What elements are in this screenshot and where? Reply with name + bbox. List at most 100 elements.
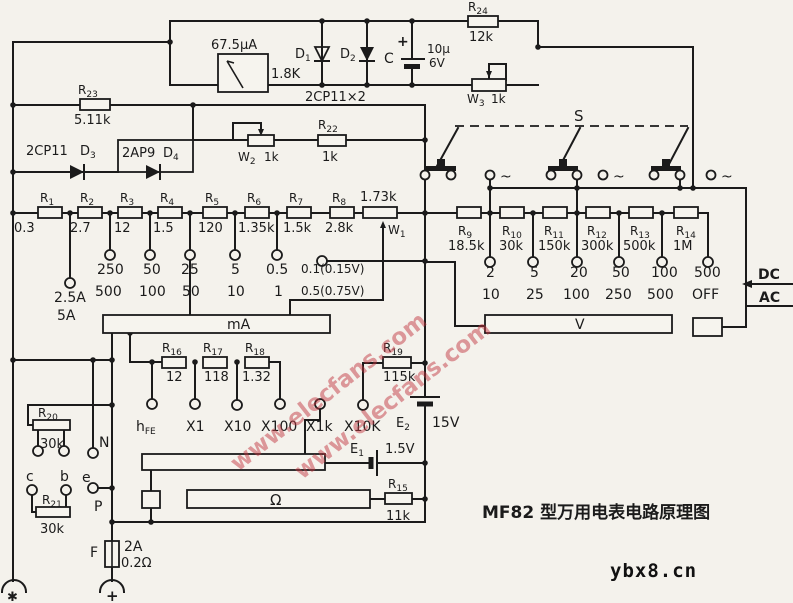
d3-type: 2CP11 <box>26 144 68 159</box>
selector-bars: mA V Ω <box>102 314 723 509</box>
hfe-label: hFE <box>136 419 156 437</box>
ma-range-value: 1 <box>274 284 283 300</box>
ma-bar-label: mA <box>227 317 251 333</box>
r5-value: 120 <box>198 221 223 236</box>
r7-value: 1.5k <box>283 221 312 236</box>
cap-plus: + <box>397 34 409 50</box>
pin-n: N <box>99 435 109 451</box>
ma-range-value: 100 <box>139 284 166 300</box>
plus-jack-symbol: + <box>106 587 119 603</box>
ohm-bar-label: Ω <box>270 491 281 509</box>
pot-w1 <box>362 206 398 219</box>
rectifier-section: D1 D2 2CP11×2 + C 10μ 6V R24 12k W3 1k <box>295 0 507 109</box>
pin-e: e <box>82 470 91 486</box>
meter-internal-resistance: 1.8K <box>271 67 301 82</box>
r13-value: 500k <box>623 239 656 254</box>
r11-label: R11 <box>544 224 564 241</box>
r5-label: R5 <box>205 191 219 208</box>
r10-label: R10 <box>502 224 522 241</box>
cap-value: 10μ <box>427 42 450 56</box>
w2-value: 1k <box>264 150 279 164</box>
ac-tilde: ~ <box>613 169 625 185</box>
diode-d4-symbol <box>146 165 160 179</box>
diode-d1-symbol <box>313 46 331 64</box>
resistor-r24 <box>467 15 499 28</box>
w3-value: 1k <box>491 92 506 106</box>
r1-label: R1 <box>40 191 54 208</box>
meter-range-label: 67.5µA <box>211 38 257 53</box>
v-range-value: 50 <box>612 265 630 281</box>
schematic-title: MF82 型万用电表电路原理图 <box>482 502 710 523</box>
r13-label: R13 <box>630 224 650 241</box>
ma-range-value: 250 <box>97 262 124 278</box>
e2-label: E2 <box>396 416 410 433</box>
r23-label: R23 <box>78 83 98 100</box>
r3-value: 12 <box>114 221 131 236</box>
d1-label: D1 <box>295 47 311 64</box>
r17-value: 118 <box>204 370 229 385</box>
e2-voltage: 15V <box>432 415 460 431</box>
r14-label: R14 <box>676 224 696 241</box>
fuse-and-jacks: F 2A 0.2Ω + ✱ <box>0 539 152 603</box>
terminal-2.5a <box>64 277 76 289</box>
fuse-amp: 2A <box>124 539 143 555</box>
pin-c: c <box>26 469 34 485</box>
fuse-resistance: 0.2Ω <box>121 556 152 571</box>
v-range-value: 25 <box>526 287 544 303</box>
ma-range-value: 50 <box>143 262 161 278</box>
dc-label: DC <box>758 267 780 283</box>
e1-voltage: 1.5V <box>385 442 415 457</box>
r7-label: R7 <box>289 191 303 208</box>
resistor-r15 <box>384 492 413 505</box>
r2-value: 2.7 <box>70 221 91 236</box>
r4-value: 1.5 <box>153 221 174 236</box>
rotary-switch: S ~ ~ ~ <box>419 107 733 185</box>
ma-range-terminals: 250 500 50 100 25 50 5 10 0.5 1 0.1(0.15… <box>54 249 364 324</box>
r4-label: R4 <box>160 191 174 208</box>
d4-label: D4 <box>163 146 179 163</box>
diode-d2-symbol <box>360 47 374 61</box>
r12-value: 300k <box>581 239 614 254</box>
v-range-value: 500 <box>647 287 674 303</box>
pot-w3 <box>471 78 507 92</box>
d3-label: D3 <box>80 144 96 161</box>
r18-label: R18 <box>245 341 265 358</box>
pot-w2 <box>247 134 275 147</box>
r24-label: R24 <box>468 0 488 17</box>
r9-value: 18.5k <box>448 239 485 254</box>
terminal-n <box>87 447 99 459</box>
ma-range-value: 50 <box>182 284 200 300</box>
switch-label: S <box>574 107 584 125</box>
ma-range-value: 0.1(0.15V) <box>301 262 364 276</box>
x1k-label: X1k <box>306 419 333 435</box>
d2-label: D2 <box>340 47 356 64</box>
dc-ac-marks: DC AC <box>742 267 780 306</box>
x1-label: X1 <box>186 419 205 435</box>
ac-tilde: ~ <box>721 169 733 185</box>
v-range-value: 100 <box>651 265 678 281</box>
diode-d3-symbol <box>70 165 84 179</box>
r3-label: R3 <box>120 191 134 208</box>
r15-value: 11k <box>386 509 411 524</box>
r24-value: 12k <box>469 30 494 45</box>
r8-value: 2.8k <box>325 221 354 236</box>
star-jack <box>0 579 28 594</box>
ohm-contact-box <box>141 490 161 509</box>
v-range-value: 2 <box>486 265 495 281</box>
resistor-r22 <box>317 134 347 147</box>
r21-label: R21 <box>42 493 62 510</box>
terminal-x1 <box>189 398 201 410</box>
w3-label: W3 <box>467 92 485 109</box>
ohm-section: R16 12 R17 118 R18 1.32 R19 115k hFE X1 … <box>136 341 460 524</box>
transistor-socket: R20 30k c b R21 30k N e P <box>26 406 109 537</box>
pin-p: P <box>94 499 102 515</box>
v-bar-contact-box <box>692 317 723 337</box>
protection-section: R23 5.11k 2CP11 D3 2AP9 D4 W2 1k R22 1k <box>26 83 347 180</box>
ma-range-value: 0.5(0.75V) <box>301 284 364 298</box>
terminal-x1k <box>314 398 326 410</box>
ma-range-value: 10 <box>227 284 245 300</box>
e1-label: E1 <box>350 442 364 459</box>
r16-value: 12 <box>166 370 183 385</box>
x10-label: X10 <box>224 419 251 435</box>
r1-value: 0.3 <box>14 221 35 236</box>
